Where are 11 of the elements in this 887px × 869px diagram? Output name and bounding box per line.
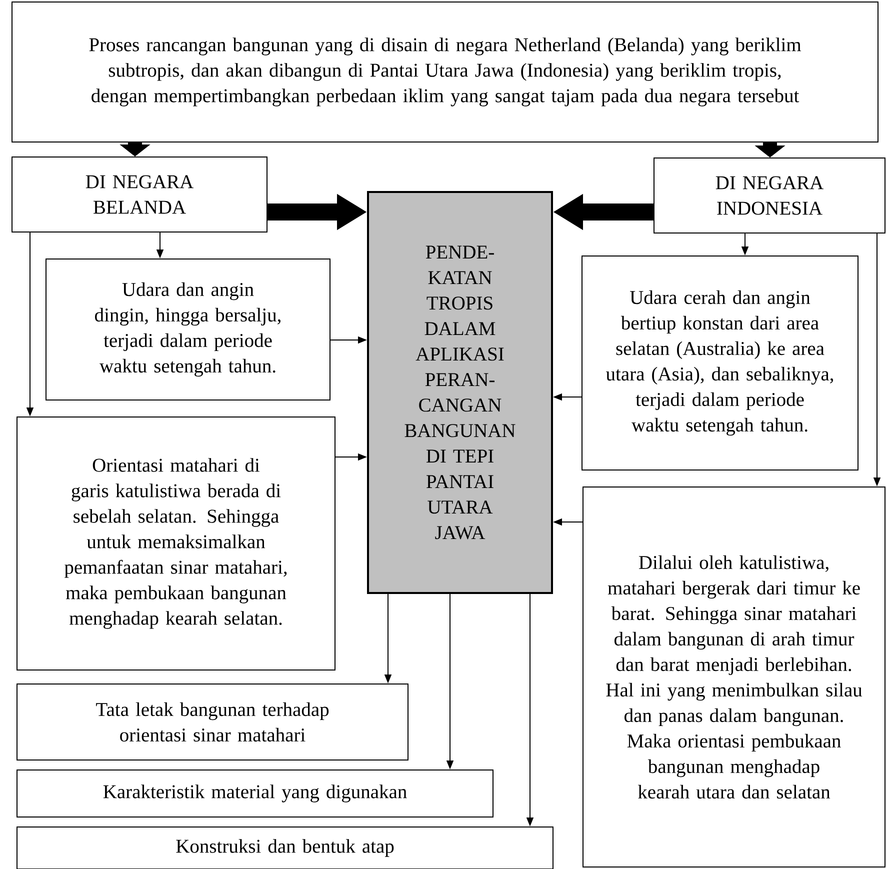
text-box: Dilalui oleh katulistiwa, matahari bergerak dari timur ke barat. Sehingga sinar matahari dalam bangunan di arah timur dan barat menjadi berlebihan. Hal ini yang menimbulkan silau dan panas dalam bangunan. Maka orientasi pembukaan bangunan menghadap kearah utara dan selatan	[582, 486, 886, 868]
highlight-box: PENDE- KATAN TROPIS DALAM APLIKASI PERAN- CANGAN BANGUNAN DI TEPI PANTAI UTARA JAWA	[367, 190, 553, 594]
text-box: DI NEGARA BELANDA	[12, 156, 268, 232]
text-box: DI NEGARA INDONESIA	[654, 157, 886, 234]
text-box: Orientasi matahari di garis katulistiwa berada di sebelah selatan. Sehingga untuk memaksimalkan pemanfaatan sinar matahari, maka pembukaan bangunan menghadap kearah selatan.	[16, 416, 336, 670]
text-box: Tata letak bangunan terhadap orientasi sinar matahari	[16, 683, 408, 760]
text-box: Proses rancangan bangunan yang di disain di negara Netherland (Belanda) yang beriklim subtropis, dan akan dibangun di Pantai Utara Jawa (Indonesia) yang beriklim tropis, dengan mempertimbangkan perbedaan iklim yang sangat tajam pada dua negara tersebut	[12, 1, 878, 142]
text-box: Karakteristik material yang digunakan	[16, 769, 494, 818]
text-box: Konstruksi dan bentuk atap	[16, 826, 554, 869]
text-box: Udara dan angin dingin, hingga bersalju, terjadi dalam periode waktu setengah tahun.	[46, 258, 330, 400]
text-box: Udara cerah dan angin bertiup konstan dari area selatan (Australia) ke area utara (Asia), dan sebaliknya, terjadi dalam periode waktu setengah tahun.	[582, 255, 858, 470]
